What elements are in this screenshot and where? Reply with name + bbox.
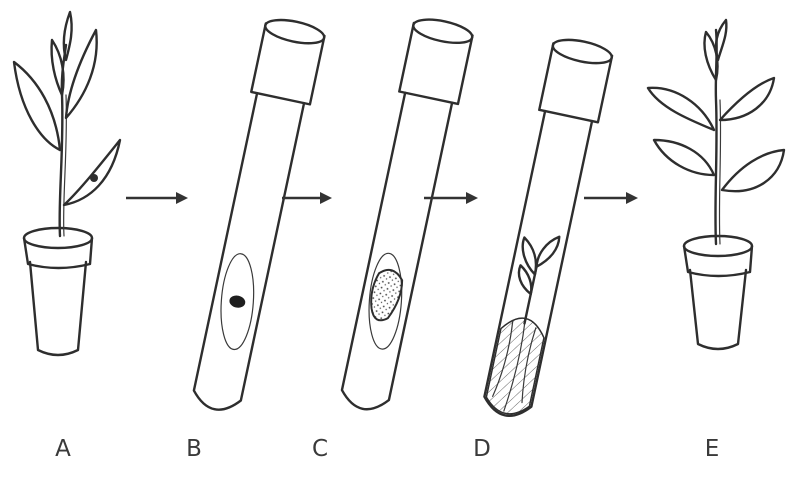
- potted-plant-a: [14, 12, 120, 355]
- step-label-d: D: [462, 436, 502, 462]
- test-tube-c: [333, 15, 474, 415]
- step-label-e: E: [692, 436, 732, 462]
- arrow-a-to-b: [126, 192, 188, 204]
- potted-plant-e: [648, 20, 784, 349]
- step-label-b: B: [174, 436, 214, 462]
- test-tube-d: [476, 35, 614, 421]
- test-tube-b: [185, 16, 326, 416]
- step-label-c: C: [300, 436, 340, 462]
- arrow-d-to-e: [584, 192, 638, 204]
- step-label-a: A: [43, 436, 83, 462]
- arrow-b-to-c: [282, 192, 332, 204]
